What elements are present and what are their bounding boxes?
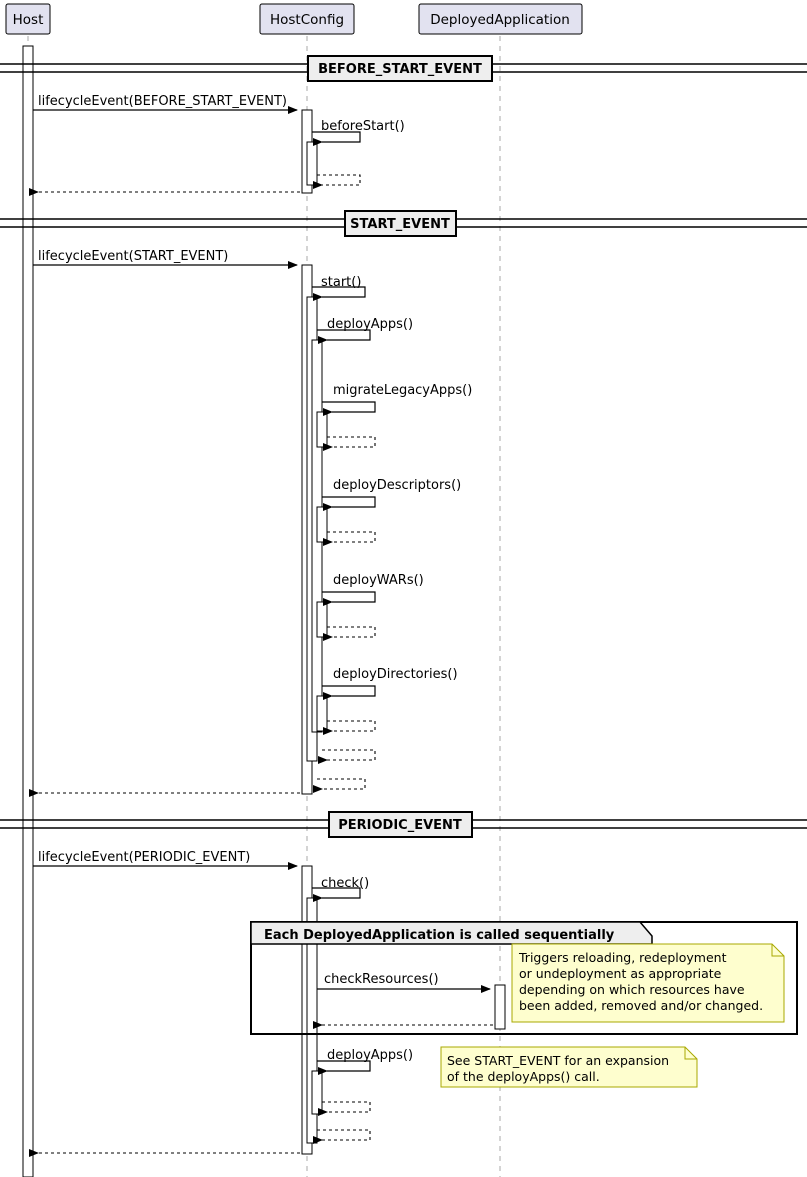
message-return-beforestart — [313, 174, 361, 189]
divider-periodic-event: PERIODIC_EVENT — [0, 811, 807, 838]
message-return-deployapps-periodic-event — [318, 1101, 371, 1116]
message-migratelegacyapps: migrateLegacyApps() — [322, 383, 472, 416]
group-label-each-deployedapplication: Each DeployedApplication is called seque… — [264, 928, 615, 943]
activation-hostconfig-1-nested — [306, 141, 318, 186]
note-line-3: depending on which resources have — [519, 982, 745, 997]
note2-line-1: See START_EVENT for an expansion — [447, 1053, 669, 1068]
note-line-2: or undeployment as appropriate — [519, 966, 722, 981]
message-label-m6: start() — [321, 275, 361, 290]
activation-hostconfig-3-l2 — [311, 1070, 323, 1115]
divider-label-periodic-event: PERIODIC_EVENT — [338, 818, 462, 833]
message-return-start — [313, 778, 366, 793]
divider-label-before-start-event: BEFORE_START_EVENT — [318, 62, 482, 77]
message-start: start() — [312, 275, 366, 301]
message-label-m20: checkResources() — [324, 972, 439, 987]
message-checkresources: checkResources() — [317, 972, 491, 993]
message-label-m19: check() — [321, 876, 369, 891]
message-label-m18: lifecycleEvent(PERIODIC_EVENT) — [38, 850, 250, 865]
message-deployapps-start-event: deployApps() — [317, 317, 413, 344]
message-label-m12: deployWARs() — [333, 573, 424, 588]
participant-hostconfig[interactable]: HostConfig — [259, 3, 355, 35]
message-beforestart: beforeStart() — [312, 119, 405, 146]
participant-deployedapplication[interactable]: DeployedApplication — [418, 3, 583, 35]
activation-hostconfig-migratelegacyapps — [316, 411, 328, 448]
note-line-4: been added, removed and/or changed. — [519, 998, 763, 1013]
divider-before-start-event: BEFORE_START_EVENT — [0, 55, 807, 82]
activation-hostconfig-deploydirectories — [316, 695, 328, 732]
message-label-m8: migrateLegacyApps() — [333, 383, 472, 398]
message-lifecycleevent-start-event: lifecycleEvent(START_EVENT) — [33, 249, 298, 269]
note-line-1: Triggers reloading, redeployment — [518, 950, 727, 965]
message-lifecycleevent-before-start-event: lifecycleEvent(BEFORE_START_EVENT) — [33, 94, 298, 114]
message-label-m5: lifecycleEvent(START_EVENT) — [38, 249, 228, 264]
message-return-migratelegacyapps — [323, 436, 376, 451]
note-deployapps: See START_EVENT for an expansion of the … — [440, 1046, 698, 1088]
participant-host[interactable]: Host — [5, 3, 51, 35]
message-return-deploydirectories — [323, 720, 376, 735]
message-deployapps-periodic-event: deployApps() — [317, 1048, 413, 1075]
message-return-deploywars — [323, 626, 376, 641]
message-label-m2: beforeStart() — [321, 119, 405, 134]
message-label-m22: deployApps() — [327, 1048, 413, 1063]
group-each-deployedapplication: Each DeployedApplication is called seque… — [250, 921, 798, 1035]
divider-start-event: START_EVENT — [0, 210, 807, 237]
message-return-check — [313, 1129, 371, 1144]
participant-box-deployedapplication[interactable] — [418, 3, 583, 35]
divider-label-start-event: START_EVENT — [350, 217, 450, 232]
message-label-m10: deployDescriptors() — [333, 478, 461, 493]
activation-hostconfig-deploywars — [316, 601, 328, 638]
participant-box-host[interactable] — [5, 3, 51, 35]
message-check: check() — [312, 876, 369, 902]
note2-line-2: of the deployApps() call. — [447, 1069, 600, 1084]
participant-label-hostconfig: HostConfig — [270, 12, 344, 28]
participant-box-hostconfig[interactable] — [259, 3, 355, 35]
message-return-deployapps-start-event — [318, 749, 376, 764]
message-label-m14: deployDirectories() — [333, 667, 458, 682]
note-checkresources: Triggers reloading, redeployment or unde… — [511, 943, 785, 1023]
message-label-m1: lifecycleEvent(BEFORE_START_EVENT) — [38, 94, 287, 109]
activation-hostconfig-deploydescriptors — [316, 506, 328, 543]
activation-deployedapplication — [494, 984, 506, 1030]
participant-label-deployedapplication: DeployedApplication — [430, 12, 570, 28]
message-return-deploydescriptors — [323, 531, 376, 546]
message-label-m7: deployApps() — [327, 317, 413, 332]
activation-hostconfig-3-l1 — [306, 897, 318, 1144]
activation-host — [22, 45, 34, 1177]
message-deploywars: deployWARs() — [322, 573, 424, 606]
message-deploydescriptors: deployDescriptors() — [322, 478, 461, 511]
message-deploydirectories: deployDirectories() — [322, 667, 458, 700]
message-lifecycleevent-periodic-event: lifecycleEvent(PERIODIC_EVENT) — [33, 850, 298, 870]
participant-label-host: Host — [13, 12, 44, 28]
